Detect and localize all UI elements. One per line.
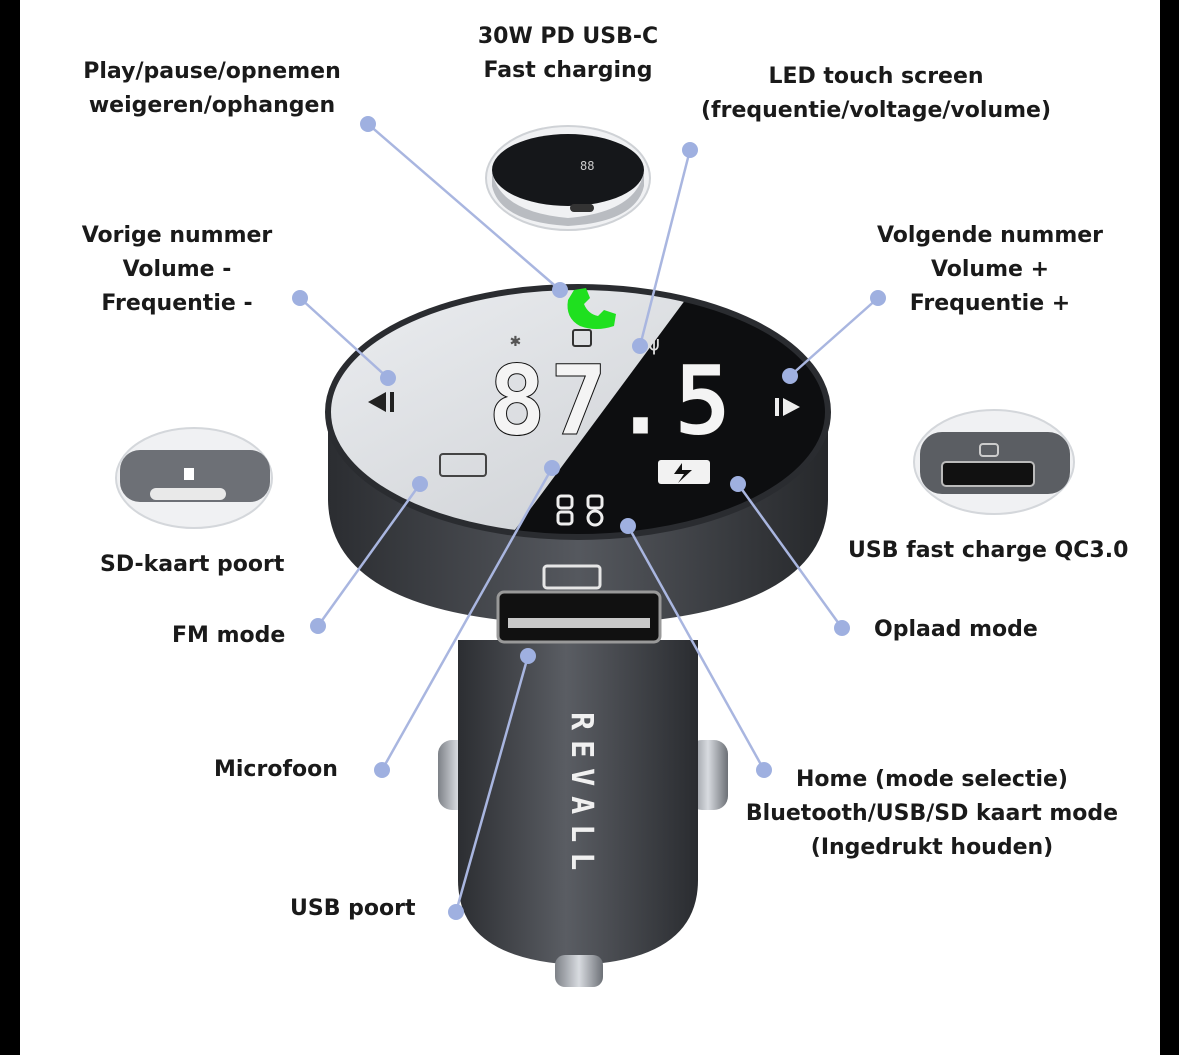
label-previous-line1: Vorige nummer <box>81 223 273 248</box>
label-sd-port: SD-kaart poort <box>100 552 285 577</box>
next-icon <box>783 398 800 416</box>
label-usb-c-line1: 30W PD USB-C <box>477 24 659 49</box>
qc-port-inset <box>913 409 1075 515</box>
label-usb-c-line2: Fast charging <box>483 58 653 83</box>
sd-card-screen-icon <box>572 329 592 347</box>
label-next-line3: Frequentie + <box>909 291 1071 316</box>
label-play-pause: Play/pause/opnemen weigeren/ophangen <box>62 55 362 123</box>
tip-contact <box>555 955 603 987</box>
label-led-screen: LED touch screen (frequentie/voltage/vol… <box>690 60 1062 128</box>
label-play-pause-line1: Play/pause/opnemen <box>83 59 341 84</box>
label-previous-line3: Frequentie - <box>101 291 253 316</box>
sd-slot-inset <box>115 427 273 529</box>
bluetooth-icon: ✱ <box>510 330 521 351</box>
screen-icons: ✱ ψ <box>368 288 800 527</box>
usb-screen-icon: ψ <box>648 331 660 355</box>
home-mode-icon <box>556 494 604 527</box>
label-usb-port: USB poort <box>290 896 416 921</box>
label-usb-qc: USB fast charge QC3.0 <box>848 538 1129 563</box>
label-usb-c: 30W PD USB-C Fast charging <box>448 20 688 88</box>
usb-port-slot <box>496 590 662 644</box>
callout-lines <box>299 123 879 913</box>
previous-icon <box>368 392 386 412</box>
label-home-line2: Bluetooth/USB/SD kaart mode <box>745 801 1119 826</box>
callout-dots <box>292 116 886 920</box>
usb-stick-icon <box>542 564 602 590</box>
label-led-screen-line2: (frequentie/voltage/volume) <box>700 98 1052 123</box>
radio-icon <box>439 453 487 477</box>
label-home: Home (mode selectie) Bluetooth/USB/SD ka… <box>738 763 1126 865</box>
plug-body <box>438 640 728 987</box>
label-microphone: Microfoon <box>214 757 338 782</box>
label-play-pause-line2: weigeren/ophangen <box>88 93 336 118</box>
label-next-line1: Volgende nummer <box>876 223 1104 248</box>
label-home-line3: (Ingedrukt houden) <box>810 835 1054 860</box>
usb-c-inset: 88 <box>485 125 651 231</box>
label-home-line1: Home (mode selectie) <box>795 767 1068 792</box>
phone-call-icon <box>567 288 616 329</box>
label-fm-mode: FM mode <box>172 623 286 648</box>
label-next-line2: Volume + <box>930 257 1050 282</box>
svg-text:88: 88 <box>580 159 594 173</box>
label-charge-mode: Oplaad mode <box>874 617 1038 642</box>
brand-mark: REVALL <box>564 712 599 880</box>
label-led-screen-line1: LED touch screen <box>768 64 984 89</box>
label-previous: Vorige nummer Volume - Frequentie - <box>66 219 288 321</box>
frequency-readout: 87.5 <box>488 345 735 457</box>
label-previous-line2: Volume - <box>122 257 232 282</box>
label-next: Volgende nummer Volume + Frequentie + <box>862 219 1118 321</box>
